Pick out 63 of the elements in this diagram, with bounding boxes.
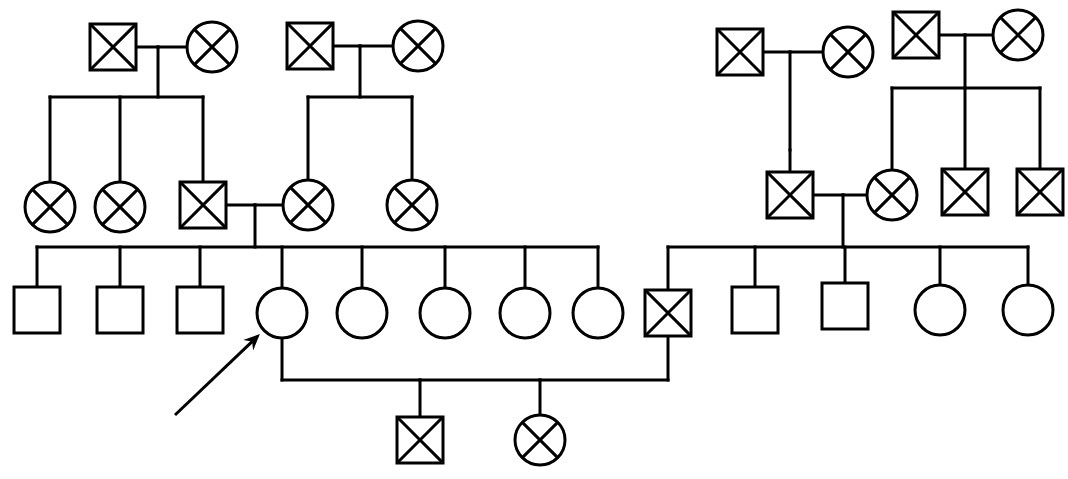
descent-line (666, 245, 670, 290)
crossed-circle (865, 168, 919, 222)
crossed-circle (385, 178, 439, 232)
crossed-circle (185, 20, 239, 74)
descent-line (523, 245, 527, 288)
crossed-square (395, 415, 445, 465)
marriage-line (963, 33, 993, 37)
square (730, 285, 780, 335)
descent-line (788, 148, 792, 172)
marriage-line (813, 193, 845, 197)
crossed-square (643, 288, 693, 338)
circle (418, 286, 472, 340)
descent-line (538, 378, 542, 415)
crossed-square (88, 22, 138, 72)
crossed-square (285, 21, 335, 71)
descent-line (118, 95, 122, 182)
crossed-circle (23, 180, 77, 234)
marriage-line (226, 203, 257, 207)
descent-line (938, 245, 942, 285)
descent-line (35, 245, 39, 287)
crossed-circle (93, 180, 147, 234)
descent-line (410, 95, 414, 180)
descent-line (1038, 86, 1042, 169)
descent-line (596, 245, 600, 288)
circle (571, 286, 625, 340)
crossed-square (891, 10, 941, 60)
circle (1001, 283, 1055, 337)
descent-line (48, 95, 52, 182)
crossed-circle (991, 8, 1045, 62)
descent-line (201, 95, 205, 182)
circle (255, 286, 309, 340)
marriage-line (280, 378, 422, 382)
crossed-circle (821, 25, 875, 79)
crossed-square (940, 167, 990, 217)
descent-line (753, 245, 757, 287)
marriage-line (333, 44, 362, 48)
circle (913, 283, 967, 337)
descent-line (418, 378, 422, 417)
marriage-line (136, 45, 160, 49)
descent-line (118, 245, 122, 287)
descent-line (890, 86, 894, 170)
descent-line (198, 245, 202, 287)
descent-line (843, 245, 847, 283)
descent-line (443, 245, 447, 288)
square (175, 285, 225, 335)
crossed-square (715, 27, 765, 77)
square (95, 285, 145, 335)
descent-line (963, 86, 967, 169)
descent-line (306, 95, 310, 180)
crossed-square (178, 180, 228, 230)
descent-line (1026, 245, 1030, 285)
crossed-circle (391, 19, 445, 73)
circle (498, 286, 552, 340)
square (820, 281, 870, 331)
crossed-square (1015, 167, 1065, 217)
descent-line (360, 245, 364, 288)
crossed-circle (513, 413, 567, 467)
circle (335, 286, 389, 340)
crossed-circle (281, 178, 335, 232)
square (12, 285, 62, 335)
descent-line (280, 245, 284, 288)
marriage-line (763, 50, 792, 54)
crossed-square (765, 170, 815, 220)
